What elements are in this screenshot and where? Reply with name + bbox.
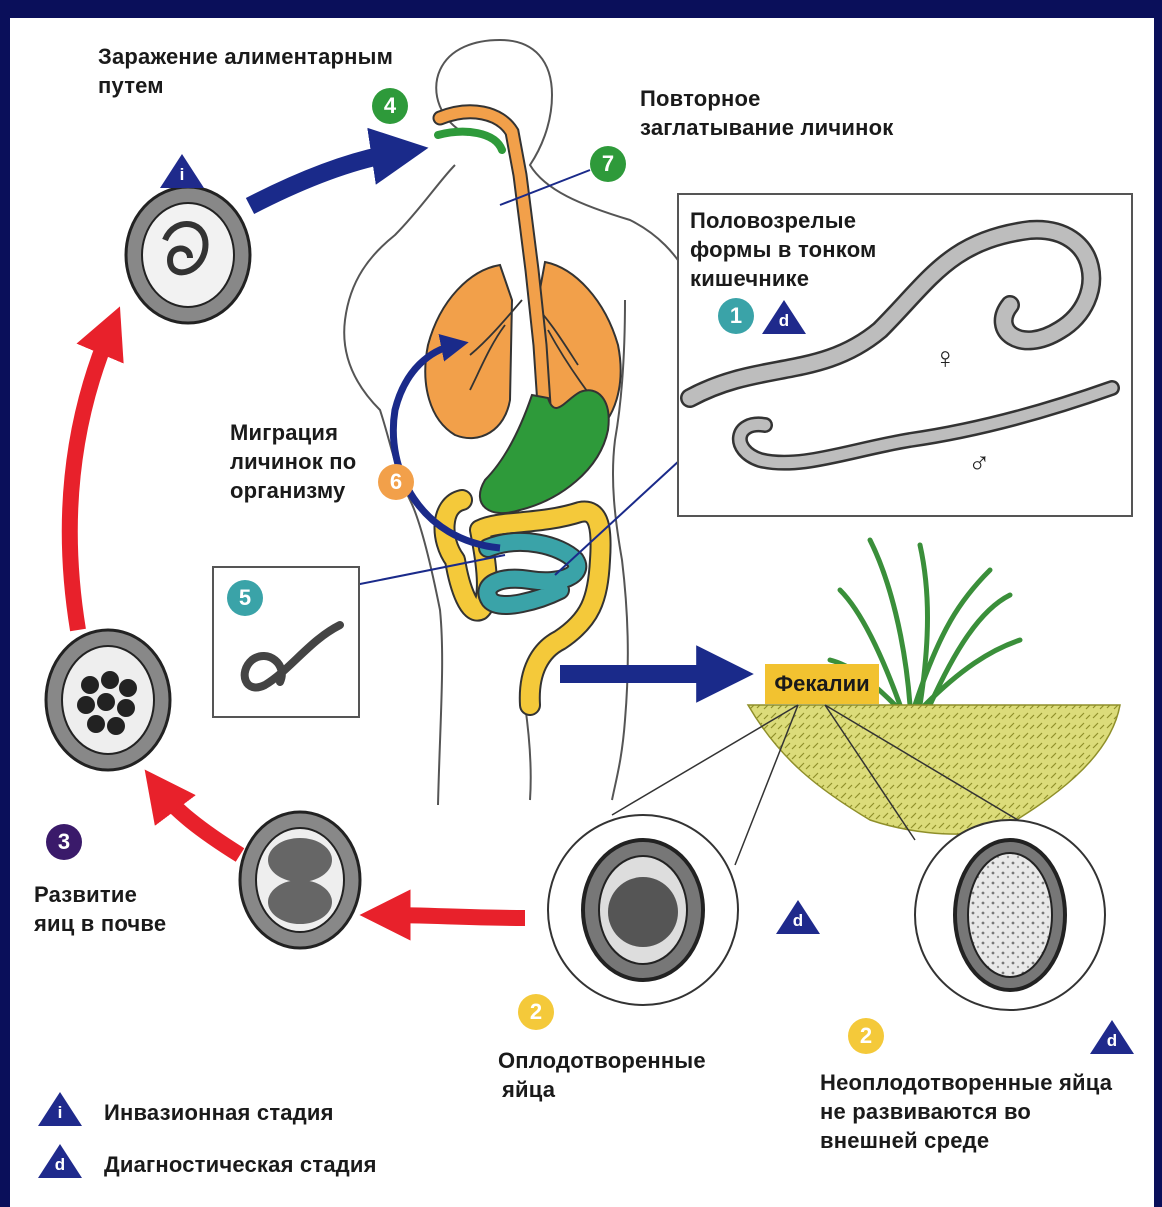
step-2-fertilized-marker: 2 — [518, 994, 554, 1030]
egg-infective — [126, 187, 250, 323]
label-adults-line-1: Половозрелые — [690, 206, 877, 235]
legend-invasive-letter: i — [52, 1102, 68, 1124]
step-3-marker: 3 — [46, 824, 82, 860]
diagnostic-badge-letter-adults: d — [776, 310, 792, 332]
legend-invasive-text: Инвазионная стадия — [104, 1098, 334, 1127]
label-fertilized: Оплодотворенные яйца — [498, 1046, 706, 1104]
label-fertilized-line-2: яйца — [498, 1075, 706, 1104]
step-7-marker: 7 — [590, 146, 626, 182]
legend-invasive-icon: i — [38, 1092, 82, 1126]
label-adults: Половозрелые формы в тонком кишечнике — [690, 206, 877, 293]
label-unfertilized-line-3: внешней среде — [820, 1126, 1112, 1155]
label-feces: Фекалии — [765, 664, 879, 704]
label-migration-line-1: Миграция — [230, 418, 356, 447]
legend-diagnostic-icon: d — [38, 1144, 82, 1178]
step-6-marker: 6 — [378, 464, 414, 500]
label-infection-line-2: путем — [98, 71, 393, 100]
label-reswallow-line-1: Повторное — [640, 84, 893, 113]
step-5-marker: 5 — [227, 580, 263, 616]
legend-diagnostic-text: Диагностическая стадия — [104, 1150, 377, 1179]
step-1-marker: 1 — [718, 298, 754, 334]
label-reswallow: Повторное заглатывание личинок — [640, 84, 893, 142]
invasive-badge-letter: i — [174, 164, 190, 186]
egg-morula — [46, 630, 170, 770]
arrow-red-3 — [70, 330, 110, 630]
label-soil-line-1: Развитие — [34, 880, 166, 909]
label-soil-line-2: яиц в почве — [34, 909, 166, 938]
label-migration: Миграция личинок по организму — [230, 418, 356, 505]
label-fertilized-line-1: Оплодотворенные — [498, 1046, 706, 1075]
arrow-ingestion — [250, 152, 400, 206]
label-reswallow-line-2: заглатывание личинок — [640, 113, 893, 142]
label-unfertilized-line-2: не развиваются во — [820, 1097, 1112, 1126]
male-symbol: ♂ — [968, 446, 991, 480]
label-infection: Заражение алиментарным путем — [98, 42, 393, 100]
step-2-unfertilized-marker: 2 — [848, 1018, 884, 1054]
arrow-red-2 — [160, 790, 240, 855]
step-4-marker: 4 — [372, 88, 408, 124]
diagnostic-badge-fertilized: d — [776, 900, 820, 934]
label-unfertilized-line-1: Неоплодотворенные яйца — [820, 1068, 1112, 1097]
label-migration-line-3: организму — [230, 476, 356, 505]
label-unfertilized: Неоплодотворенные яйца не развиваются во… — [820, 1068, 1112, 1155]
legend-diagnostic-letter: d — [52, 1154, 68, 1176]
label-infection-line-1: Заражение алиментарным — [98, 42, 393, 71]
unfertilized-egg-circle — [915, 820, 1105, 1010]
arrow-red-1 — [385, 915, 525, 918]
label-migration-line-2: личинок по — [230, 447, 356, 476]
label-adults-line-3: кишечнике — [690, 264, 877, 293]
diagnostic-badge-unfertilized: d — [1090, 1020, 1134, 1054]
fertilized-egg-circle — [548, 815, 738, 1005]
diagnostic-badge-letter-unfertilized: d — [1104, 1030, 1120, 1052]
diagnostic-badge-letter-fertilized: d — [790, 910, 806, 932]
egg-two-cell — [240, 812, 360, 948]
invasive-stage-badge: i — [160, 154, 204, 188]
label-soil-development: Развитие яиц в почве — [34, 880, 166, 938]
label-adults-line-2: формы в тонком — [690, 235, 877, 264]
female-symbol: ♀ — [934, 342, 957, 376]
diagnostic-badge-adults: d — [762, 300, 806, 334]
